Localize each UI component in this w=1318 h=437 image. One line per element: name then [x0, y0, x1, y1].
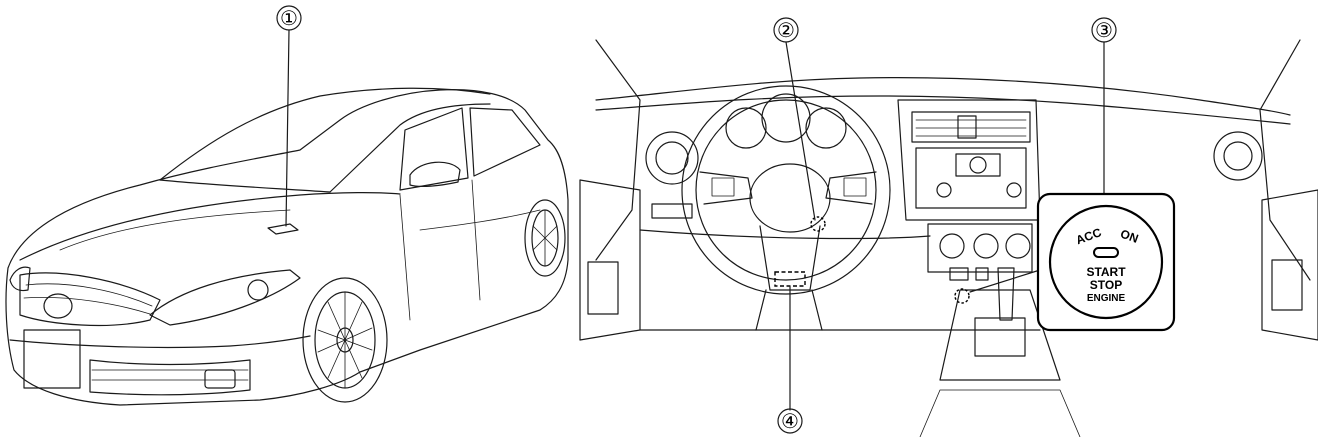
car-lower-grille: [89, 359, 251, 396]
car-windshield-bottom: [159, 179, 331, 193]
car-rear-wheel: [524, 199, 566, 277]
center-console: [919, 389, 1081, 437]
steering-switch-right: [843, 177, 867, 197]
steering-switch-left: [711, 177, 735, 197]
start-button-leader: [969, 269, 1041, 293]
climate-knob-1: [939, 233, 965, 259]
callout-1: ①: [276, 5, 302, 227]
hazard-switch: [957, 115, 977, 139]
audio-display: [955, 153, 1001, 177]
car-front-window: [399, 107, 469, 191]
car-fog-light: [204, 369, 236, 389]
car-grille-bar-2: [23, 297, 151, 315]
steering-spoke-left: [699, 171, 753, 205]
car-hood-line: [19, 192, 401, 261]
climate-knob-3: [1005, 233, 1031, 259]
console-surround: [939, 289, 1061, 381]
lower-dash-left: [639, 229, 931, 240]
indicator-light: [1093, 247, 1119, 258]
car-grille: [19, 272, 161, 327]
car-license-plate: [23, 329, 81, 389]
callout-3-label: ③: [1095, 20, 1113, 42]
car-body-outline: [5, 89, 569, 406]
callout-4-label: ④: [781, 411, 799, 433]
start-stop-button: [1048, 204, 1164, 320]
car-headlight-right: [149, 269, 301, 326]
audio-unit: [915, 147, 1027, 209]
gauge-left: [725, 107, 767, 149]
right-pillar: [1259, 39, 1311, 281]
callout-1-leader: [285, 29, 290, 227]
climate-knob-2: [973, 233, 999, 259]
car-exterior-illustration: [5, 87, 569, 406]
gear-lever: [997, 267, 1015, 321]
start-stop-button-inset: ACC ON START STOP ENGINE: [1036, 192, 1176, 332]
car-rear-spokes: [532, 209, 558, 267]
gauge-right: [805, 107, 847, 149]
gear-gate: [974, 317, 1026, 357]
car-rear-window: [469, 107, 541, 177]
car-hood-crease: [59, 209, 291, 251]
dashboard-edge: [595, 95, 1291, 125]
engine-label: ENGINE: [1087, 293, 1126, 304]
car-grille-bar-1: [25, 283, 153, 307]
right-door-panel: [1261, 189, 1318, 341]
left-pillar: [595, 39, 641, 261]
steering-wheel-hub: [749, 163, 831, 233]
dashboard-top: [595, 77, 1291, 116]
right-air-vent-inner: [1223, 141, 1253, 171]
center-vents: [911, 111, 1031, 143]
seat-heater-button: [949, 267, 969, 281]
steering-column: [755, 289, 823, 331]
car-windshield-top: [159, 87, 491, 181]
car-door-seam-1: [399, 194, 411, 321]
right-window-switches: [1271, 259, 1303, 311]
car-headlight-left: [9, 266, 31, 292]
gauge-center: [761, 93, 811, 143]
left-window-switches: [587, 261, 619, 315]
car-interior-illustration: [579, 39, 1318, 437]
steering-wheel-inner: [695, 99, 877, 281]
callout-2: ②: [773, 17, 816, 221]
car-emblem: [43, 293, 73, 319]
car-front-wheel: [302, 277, 388, 403]
left-switch-bank: [651, 203, 693, 219]
center-vent-slats: [915, 119, 1027, 137]
callout-1-label: ①: [280, 8, 298, 30]
steering-wheel-outer: [681, 85, 891, 295]
car-side-crease: [419, 209, 541, 231]
horn-location-marker: [810, 216, 826, 232]
callout-2-leader: [785, 41, 816, 221]
car-headlight-lens: [247, 279, 269, 301]
left-air-vent-inner: [655, 141, 689, 175]
start-label: START: [1086, 265, 1126, 279]
right-air-vent: [1213, 131, 1263, 181]
callout-2-label: ②: [777, 20, 795, 42]
car-a-pillar: [329, 103, 491, 193]
audio-center-knob: [969, 156, 987, 174]
car-side-mirror: [409, 161, 461, 188]
left-door-panel: [579, 179, 641, 341]
center-stack-upper: [897, 99, 1041, 221]
climate-panel: [927, 223, 1033, 273]
car-door-seam-2: [471, 179, 481, 301]
stop-label: STOP: [1090, 278, 1122, 292]
audio-knob-right: [1006, 182, 1022, 198]
on-label: ON: [1119, 227, 1141, 246]
audio-knob-left: [936, 182, 952, 198]
car-lower-grille-bars: [91, 369, 249, 381]
car-bumper-line: [9, 335, 311, 349]
car-key-module: [267, 223, 299, 235]
callout-4-circle: [777, 408, 803, 434]
left-air-vent: [645, 131, 699, 185]
aux-button: [975, 267, 989, 281]
start-button-location-marker: [954, 288, 970, 304]
callout-3: ③: [1091, 17, 1117, 195]
callout-4: ④: [777, 285, 803, 434]
car-front-spokes: [317, 291, 373, 389]
steering-spoke-right: [825, 171, 877, 205]
